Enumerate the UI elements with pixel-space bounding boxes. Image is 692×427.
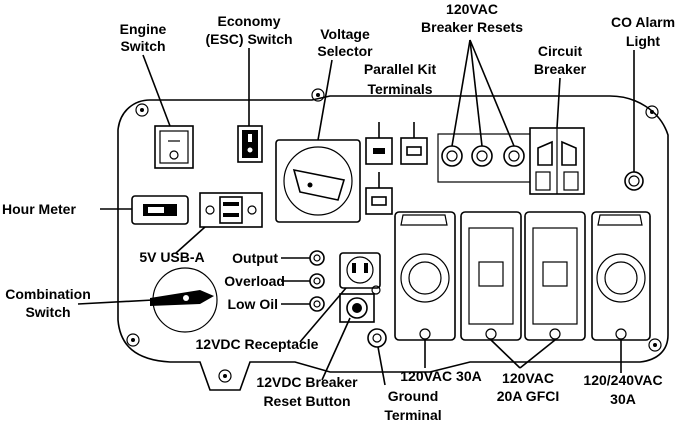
engine-switch[interactable] — [154, 125, 194, 169]
label-dc-receptacle: 12VDC Receptacle — [196, 336, 319, 352]
circuit-breaker[interactable] — [529, 127, 585, 195]
label-combination-switch-2: Switch — [25, 304, 70, 320]
label-breaker-resets-2: Breaker Resets — [421, 19, 523, 35]
label-parallel-kit-2: Terminals — [367, 81, 432, 97]
label-ac20gfci-1: 120VAC — [502, 370, 554, 386]
label-parallel-kit-1: Parallel Kit — [364, 61, 437, 77]
outlet-120-240vac-30a[interactable] — [591, 211, 651, 341]
label-circuit-breaker-1: Circuit — [538, 43, 583, 59]
usb-port[interactable] — [199, 192, 263, 228]
label-hour-meter: Hour Meter — [2, 201, 76, 217]
label-ground-terminal-1: Ground — [388, 388, 439, 404]
ground-terminal[interactable] — [367, 328, 387, 348]
label-ac20gfci-2: 20A GFCI — [497, 388, 560, 404]
economy-switch[interactable] — [237, 125, 263, 163]
label-ground-terminal-2: Terminal — [384, 407, 441, 423]
parallel-kit-terminals[interactable] — [365, 122, 428, 215]
label-ac30: 120VAC 30A — [400, 368, 481, 384]
label-output: Output — [232, 250, 278, 266]
co-alarm-light — [624, 171, 644, 191]
dc-receptacle[interactable] — [339, 252, 381, 289]
outlet-120vac-30a[interactable] — [394, 211, 456, 341]
label-engine-switch-1: Engine — [120, 21, 167, 37]
dc-breaker-button[interactable] — [339, 285, 381, 323]
label-dc-breaker-1: 12VDC Breaker — [256, 374, 358, 390]
labels: Engine Switch Economy (ESC) Switch Volta… — [2, 1, 675, 423]
label-usb: 5V USB-A — [139, 249, 204, 265]
label-co-alarm-1: CO Alarm — [611, 14, 675, 30]
outlet-120vac-20a-gfci-2[interactable] — [524, 211, 586, 341]
label-breaker-resets-1: 120VAC — [446, 1, 498, 17]
label-voltage-selector-2: Selector — [317, 43, 373, 59]
indicator-lights — [309, 250, 325, 312]
panel-outline — [117, 88, 669, 391]
label-co-alarm-2: Light — [626, 33, 661, 49]
label-ac240-1: 120/240VAC — [583, 372, 662, 388]
leader-lines — [77, 39, 635, 386]
label-ac240-2: 30A — [610, 391, 636, 407]
label-overload: Overload — [224, 273, 285, 289]
outlet-120vac-20a-gfci-1[interactable] — [460, 211, 522, 341]
label-combination-switch-1: Combination — [5, 286, 91, 302]
hour-meter — [131, 195, 189, 225]
combination-switch[interactable] — [150, 267, 218, 333]
label-economy-switch-2: (ESC) Switch — [205, 31, 292, 47]
label-engine-switch-2: Switch — [120, 38, 165, 54]
voltage-selector-knob[interactable] — [275, 139, 361, 223]
label-economy-switch-1: Economy — [217, 13, 280, 29]
label-voltage-selector-1: Voltage — [320, 26, 370, 42]
label-circuit-breaker-2: Breaker — [534, 61, 587, 77]
label-low-oil: Low Oil — [227, 296, 278, 312]
label-dc-breaker-2: Reset Button — [263, 393, 350, 409]
